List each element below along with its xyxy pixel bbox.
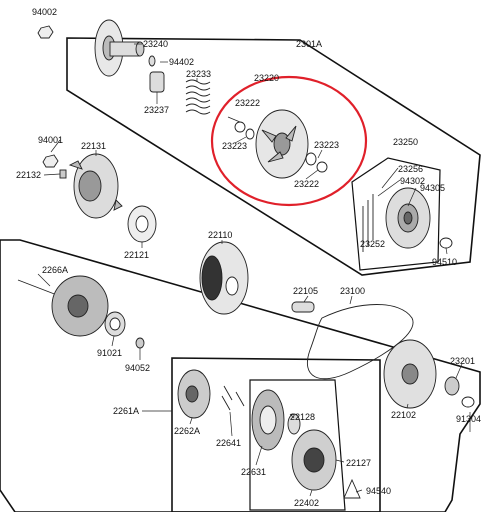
bearing-23237: [149, 71, 165, 93]
clutch-shoe-22631: [251, 389, 285, 451]
driven-pulley-group-frame: [66, 37, 481, 276]
clutch-plate-2262A: [177, 369, 211, 419]
label-22131: 22131: [81, 141, 106, 151]
label-22631: 22631: [241, 467, 266, 477]
label-23250: 23250: [393, 137, 418, 147]
bushing-22105: [291, 301, 315, 313]
bearing-23201: [444, 376, 460, 396]
label-22105: 22105: [293, 286, 318, 296]
leader-lines: [37, 43, 471, 497]
label-22641: 22641: [216, 438, 241, 448]
label-23223-left: 23223: [222, 141, 247, 151]
label-22402: 22402: [294, 498, 319, 508]
driven-face-23240: [94, 19, 145, 77]
label-22110: 22110: [208, 230, 232, 240]
label-22102: 22102: [391, 410, 416, 420]
label-23233: 23233: [186, 69, 211, 79]
spring-22641: [221, 385, 245, 411]
movable-drive-face-22110: [199, 241, 249, 315]
clutch-group-frame: [171, 357, 381, 512]
label-23223-right: 23223: [314, 140, 339, 150]
damper-22121: [127, 205, 157, 243]
label-23201: 23201: [450, 356, 475, 366]
highlight-ring: [210, 75, 368, 207]
label-23222-top: 23222: [235, 98, 260, 108]
label-94402: 94402: [169, 57, 194, 67]
torque-cam-23220: [255, 109, 309, 179]
label-94302: 94302: [400, 176, 425, 186]
label-23252: 23252: [360, 239, 385, 249]
label-23220: 23220: [254, 73, 279, 83]
clutch-spring-set-23256: [362, 194, 374, 252]
bearing-91021: [104, 311, 126, 337]
washer-94052: [135, 337, 145, 349]
circlip-94510: [439, 237, 453, 249]
variator-group-frame: [0, 239, 481, 512]
belt-23100: [306, 304, 414, 380]
label-94510: 94510: [432, 257, 457, 267]
label-23240: 23240: [143, 39, 168, 49]
nut-94002: [37, 25, 54, 39]
label-23256: 23256: [398, 164, 423, 174]
slider-22132: [59, 169, 67, 179]
label-2262A: 2262A: [174, 426, 200, 436]
label-94305: 94305: [420, 183, 445, 193]
washer-22128: [287, 413, 301, 435]
label-91021: 91021: [97, 348, 122, 358]
label-94540: 94540: [366, 486, 391, 496]
label-2266A: 2266A: [42, 265, 68, 275]
clutch-bell-22402: [291, 429, 337, 491]
pulley-plate-23250: [385, 187, 431, 249]
label-94052: 94052: [125, 363, 150, 373]
circlip-91304: [461, 396, 475, 408]
ramp-plate-22131: [68, 153, 123, 219]
drive-face-2266A: [17, 275, 109, 337]
label-91304: 91304: [456, 414, 481, 424]
label-94001: 94001: [38, 135, 63, 145]
label-23222-bottom: 23222: [294, 179, 319, 189]
collar-94402: [148, 55, 156, 67]
spring-kit-frame: [351, 157, 441, 271]
spring-23233: [185, 79, 211, 115]
label-22128: 22128: [290, 412, 315, 422]
label-94002: 94002: [32, 7, 57, 17]
label-2301A: 2301A: [296, 39, 322, 49]
clutch-inner-frame: [249, 379, 346, 511]
tool-94540: [343, 478, 361, 499]
label-22127: 22127: [346, 458, 371, 468]
label-22121: 22121: [124, 250, 149, 260]
nut-94001: [42, 154, 59, 168]
label-23237: 23237: [144, 105, 169, 115]
label-2261A: 2261A: [113, 406, 139, 416]
label-23100: 23100: [340, 286, 365, 296]
label-22132: 22132: [16, 170, 41, 180]
driven-pulley-22102: [383, 339, 437, 409]
